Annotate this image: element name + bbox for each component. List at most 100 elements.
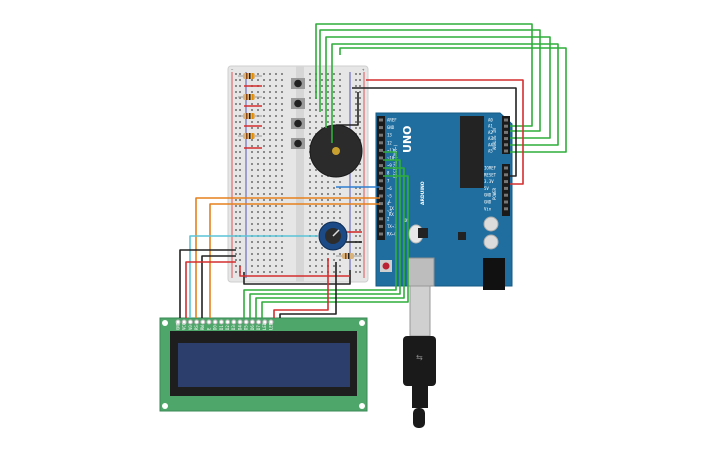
breadboard-hole[interactable] bbox=[281, 253, 283, 255]
digital-pin[interactable] bbox=[379, 126, 383, 130]
breadboard-hole[interactable] bbox=[339, 217, 341, 219]
breadboard-hole[interactable] bbox=[339, 259, 341, 261]
breadboard-hole[interactable] bbox=[239, 169, 241, 171]
digital-pin[interactable] bbox=[379, 186, 383, 190]
breadboard-hole[interactable] bbox=[263, 259, 265, 261]
breadboard-hole[interactable] bbox=[269, 73, 271, 75]
breadboard-hole[interactable] bbox=[275, 109, 277, 111]
wire-red-led[interactable] bbox=[273, 258, 329, 318]
breadboard-hole[interactable] bbox=[257, 265, 259, 267]
breadboard-hole[interactable] bbox=[235, 211, 237, 213]
breadboard-hole[interactable] bbox=[269, 187, 271, 189]
breadboard-hole[interactable] bbox=[263, 115, 265, 117]
breadboard-hole[interactable] bbox=[281, 271, 283, 273]
breadboard-hole[interactable] bbox=[355, 247, 357, 249]
breadboard-hole[interactable] bbox=[327, 91, 329, 93]
breadboard-hole[interactable] bbox=[315, 181, 317, 183]
breadboard-hole[interactable] bbox=[275, 175, 277, 177]
breadboard-hole[interactable] bbox=[327, 187, 329, 189]
breadboard-hole[interactable] bbox=[251, 247, 253, 249]
breadboard-hole[interactable] bbox=[239, 103, 241, 105]
breadboard-hole[interactable] bbox=[275, 181, 277, 183]
breadboard-hole[interactable] bbox=[321, 211, 323, 213]
pushbutton[interactable] bbox=[291, 78, 305, 89]
digital-pin[interactable] bbox=[379, 133, 383, 137]
breadboard-hole[interactable] bbox=[333, 187, 335, 189]
breadboard-hole[interactable] bbox=[239, 187, 241, 189]
digital-pin[interactable] bbox=[379, 217, 383, 221]
breadboard-hole[interactable] bbox=[257, 205, 259, 207]
breadboard-hole[interactable] bbox=[355, 217, 357, 219]
breadboard-hole[interactable] bbox=[321, 199, 323, 201]
breadboard-hole[interactable] bbox=[275, 241, 277, 243]
breadboard-hole[interactable] bbox=[269, 169, 271, 171]
breadboard-hole[interactable] bbox=[359, 79, 361, 81]
breadboard-hole[interactable] bbox=[235, 91, 237, 93]
breadboard-hole[interactable] bbox=[333, 121, 335, 123]
breadboard-hole[interactable] bbox=[239, 193, 241, 195]
breadboard-hole[interactable] bbox=[309, 193, 311, 195]
breadboard-hole[interactable] bbox=[281, 121, 283, 123]
breadboard-hole[interactable] bbox=[275, 247, 277, 249]
wire-black-led[interactable] bbox=[279, 262, 337, 318]
breadboard-hole[interactable] bbox=[321, 109, 323, 111]
wire-black-rail[interactable] bbox=[243, 270, 351, 285]
wire-green-d[interactable] bbox=[255, 167, 405, 318]
breadboard-hole[interactable] bbox=[275, 211, 277, 213]
breadboard-hole[interactable] bbox=[257, 217, 259, 219]
breadboard-hole[interactable] bbox=[359, 109, 361, 111]
breadboard-hole[interactable] bbox=[359, 175, 361, 177]
breadboard-hole[interactable] bbox=[327, 109, 329, 111]
breadboard-hole[interactable] bbox=[327, 103, 329, 105]
wire-red-lcd[interactable] bbox=[185, 261, 236, 318]
breadboard-hole[interactable] bbox=[309, 229, 311, 231]
breadboard-hole[interactable] bbox=[281, 79, 283, 81]
breadboard-hole[interactable] bbox=[235, 127, 237, 129]
breadboard-hole[interactable] bbox=[309, 271, 311, 273]
breadboard-hole[interactable] bbox=[355, 121, 357, 123]
digital-pin[interactable] bbox=[379, 118, 383, 122]
breadboard-hole[interactable] bbox=[263, 109, 265, 111]
breadboard-hole[interactable] bbox=[333, 199, 335, 201]
breadboard-hole[interactable] bbox=[281, 127, 283, 129]
breadboard-hole[interactable] bbox=[359, 181, 361, 183]
breadboard-hole[interactable] bbox=[309, 133, 311, 135]
wire-black-lcd[interactable] bbox=[201, 255, 236, 318]
breadboard-hole[interactable] bbox=[239, 223, 241, 225]
breadboard-hole[interactable] bbox=[315, 223, 317, 225]
breadboard-hole[interactable] bbox=[239, 175, 241, 177]
breadboard-hole[interactable] bbox=[355, 169, 357, 171]
breadboard-hole[interactable] bbox=[359, 205, 361, 207]
pushbutton[interactable] bbox=[291, 98, 305, 109]
breadboard-hole[interactable] bbox=[235, 109, 237, 111]
breadboard-hole[interactable] bbox=[327, 205, 329, 207]
breadboard-hole[interactable] bbox=[275, 163, 277, 165]
wire-green-d[interactable] bbox=[261, 175, 409, 318]
breadboard-hole[interactable] bbox=[275, 253, 277, 255]
breadboard-hole[interactable] bbox=[251, 271, 253, 273]
breadboard-hole[interactable] bbox=[251, 199, 253, 201]
breadboard-hole[interactable] bbox=[235, 169, 237, 171]
breadboard-hole[interactable] bbox=[281, 193, 283, 195]
breadboard-hole[interactable] bbox=[239, 253, 241, 255]
breadboard-hole[interactable] bbox=[309, 121, 311, 123]
breadboard-hole[interactable] bbox=[359, 229, 361, 231]
breadboard-hole[interactable] bbox=[263, 91, 265, 93]
breadboard-hole[interactable] bbox=[359, 91, 361, 93]
breadboard-hole[interactable] bbox=[275, 121, 277, 123]
breadboard-hole[interactable] bbox=[239, 259, 241, 261]
breadboard-hole[interactable] bbox=[327, 217, 329, 219]
breadboard-hole[interactable] bbox=[257, 169, 259, 171]
breadboard-hole[interactable] bbox=[321, 271, 323, 273]
breadboard-hole[interactable] bbox=[359, 217, 361, 219]
breadboard-hole[interactable] bbox=[333, 253, 335, 255]
breadboard-hole[interactable] bbox=[257, 259, 259, 261]
breadboard-hole[interactable] bbox=[315, 199, 317, 201]
breadboard-hole[interactable] bbox=[263, 85, 265, 87]
breadboard-hole[interactable] bbox=[235, 85, 237, 87]
breadboard-hole[interactable] bbox=[281, 211, 283, 213]
breadboard-hole[interactable] bbox=[309, 127, 311, 129]
breadboard-hole[interactable] bbox=[263, 253, 265, 255]
lcd-pin[interactable] bbox=[181, 319, 187, 325]
digital-pin[interactable] bbox=[379, 202, 383, 206]
